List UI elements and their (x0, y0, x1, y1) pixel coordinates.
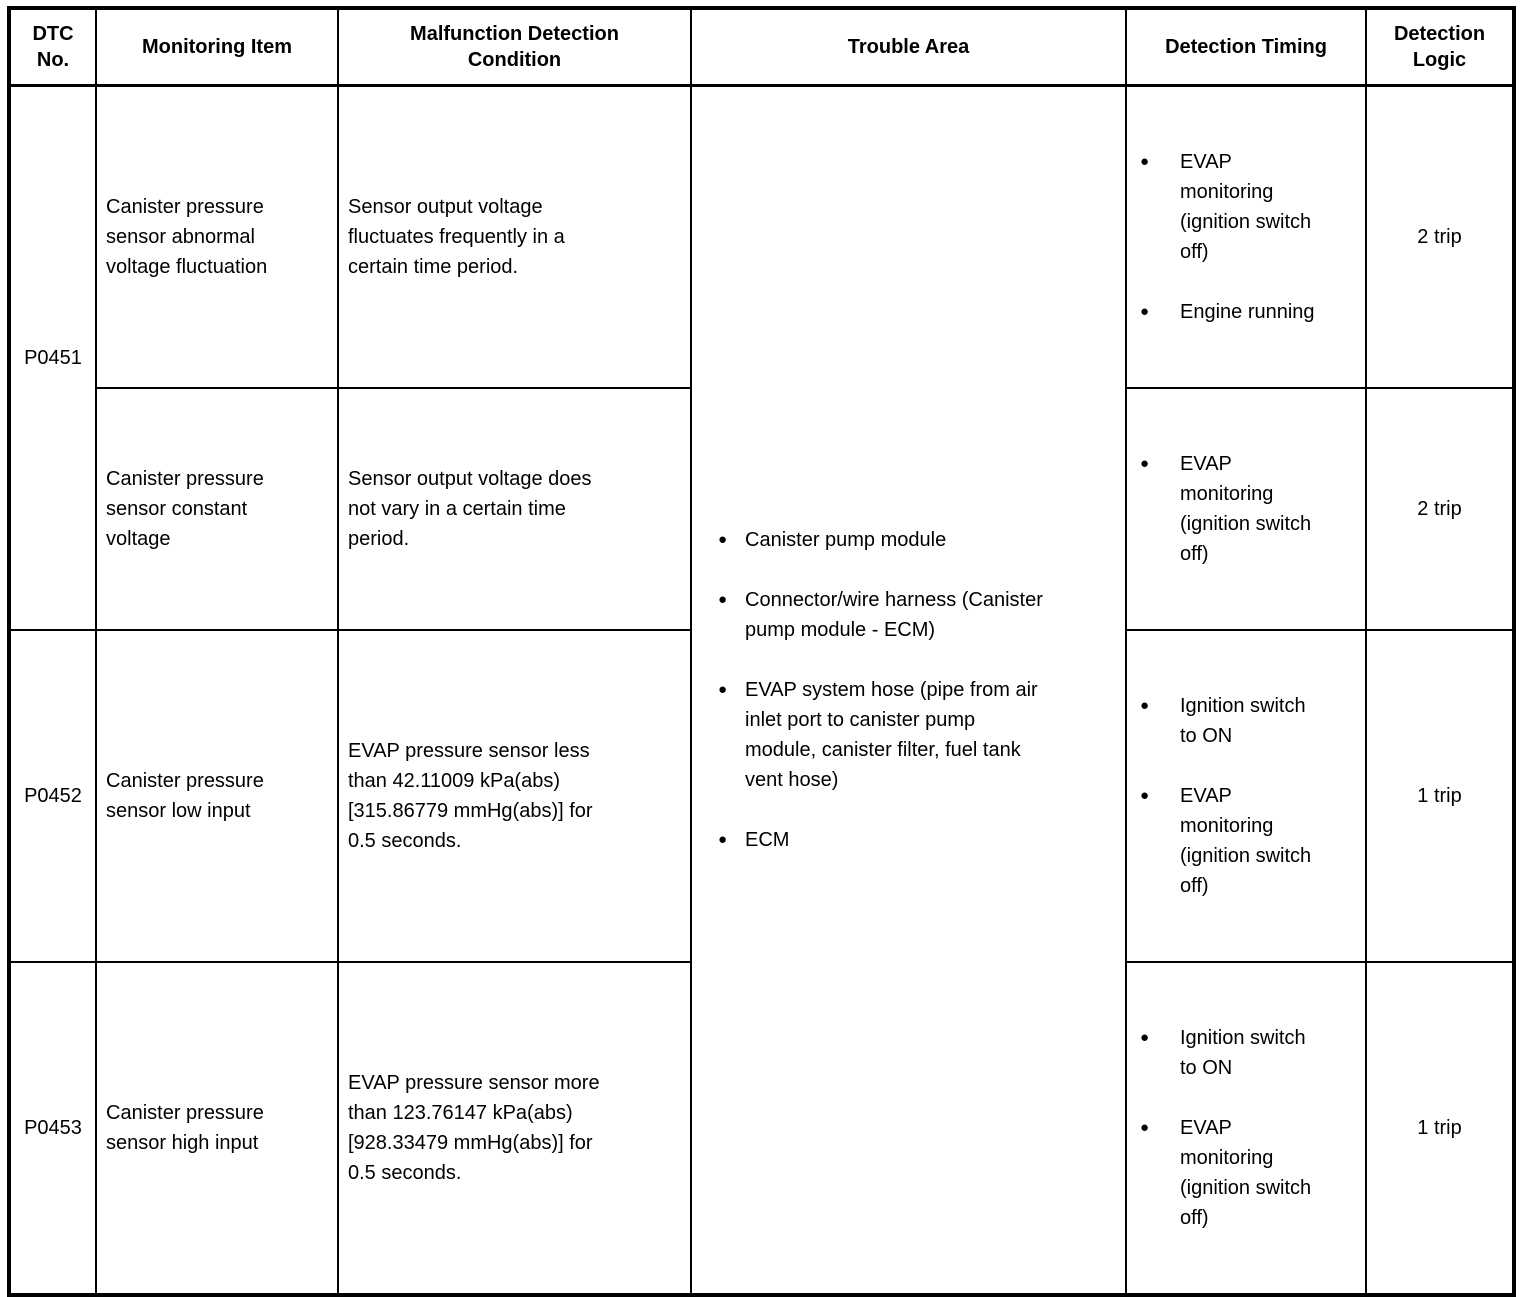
bullet-icon: ● (1140, 454, 1150, 472)
bullet-icon: ● (1140, 696, 1150, 714)
detection-timing-list: ● EVAP monitoring (ignition switch off) (1140, 419, 1363, 599)
condition-cell: EVAP pressure sensor less than 42.11009 … (337, 628, 692, 963)
header-trouble-area: Trouble Area (690, 7, 1127, 87)
condition-cell: Sensor output voltage fluctuates frequen… (337, 84, 692, 389)
table-row-p0451-entry1: P0451 Canister pressure sensor abnormal … (8, 84, 1515, 1296)
dtc-cell-p0453: P0453 (8, 960, 97, 1296)
dtc-table: DTC No. Monitoring Item Malfunction Dete… (7, 6, 1516, 1297)
trouble-area-cell: ● Canister pump module ● Connector/wire ha… (690, 84, 1127, 1296)
timing-item: ● EVAP monitoring (ignition switch off) (1140, 1113, 1363, 1233)
bullet-icon: ● (1140, 302, 1150, 320)
trouble-area-item: ● EVAP system hose (pipe from air inlet p… (718, 675, 1123, 795)
detection-timing-list: ● EVAP monitoring (ignition switch off) ●… (1140, 117, 1363, 357)
timing-item-label: EVAP monitoring (ignition switch off) (1180, 784, 1312, 897)
trouble-area-item-label: ECM (745, 828, 790, 851)
detection-logic-cell: 2 trip (1365, 84, 1515, 389)
bullet-icon: ● (1140, 152, 1150, 170)
trouble-area-item-label: Connector/wire harness (Canister pump mo… (745, 588, 1043, 641)
timing-item-label: EVAP monitoring (ignition switch off) (1180, 150, 1312, 263)
dtc-table-page: DTC No. Monitoring Item Malfunction Dete… (7, 6, 1516, 1297)
condition-cell: EVAP pressure sensor more than 123.76147… (337, 960, 692, 1296)
trouble-area-item: ● Connector/wire harness (Canister pump m… (718, 585, 1123, 645)
detection-timing-cell: ● EVAP monitoring (ignition switch off) ●… (1125, 84, 1367, 389)
detection-logic-cell: 1 trip (1365, 628, 1515, 963)
detection-timing-list: ● Ignition switch to ON ● EVAP monitoring … (1140, 993, 1363, 1263)
timing-item: ● Ignition switch to ON (1140, 1023, 1363, 1083)
bullet-icon: ● (1140, 1118, 1150, 1136)
timing-item: ● EVAP monitoring (ignition switch off) (1140, 781, 1363, 901)
timing-item-label: EVAP monitoring (ignition switch off) (1180, 452, 1312, 565)
detection-timing-cell: ● Ignition switch to ON ● EVAP monitoring … (1125, 960, 1367, 1296)
detection-logic-cell: 1 trip (1365, 960, 1515, 1296)
header-detection-logic: Detection Logic (1365, 7, 1515, 87)
header-row: DTC No. Monitoring Item Malfunction Dete… (8, 7, 1515, 87)
timing-item-label: Engine running (1180, 300, 1315, 323)
dtc-cell-p0452: P0452 (8, 628, 97, 963)
detection-timing-list: ● Ignition switch to ON ● EVAP monitoring … (1140, 661, 1363, 931)
bullet-icon: ● (1140, 786, 1150, 804)
header-dtc-no: DTC No. (8, 7, 97, 87)
header-monitoring-item: Monitoring Item (95, 7, 339, 87)
trouble-area-item: ● ECM (718, 825, 1123, 855)
timing-item: ● EVAP monitoring (ignition switch off) (1140, 449, 1363, 569)
trouble-area-item-label: EVAP system hose (pipe from air inlet po… (745, 678, 1038, 791)
bullet-icon: ● (718, 590, 728, 608)
trouble-area-list: ● Canister pump module ● Connector/wire ha… (718, 495, 1123, 885)
monitoring-item-cell: Canister pressure sensor constant voltag… (95, 386, 339, 631)
timing-item: ● Ignition switch to ON (1140, 691, 1363, 751)
bullet-icon: ● (718, 530, 728, 548)
trouble-area-item-label: Canister pump module (745, 528, 947, 551)
header-malfunction-detection-condition: Malfunction Detection Condition (337, 7, 692, 87)
timing-item: ● EVAP monitoring (ignition switch off) (1140, 147, 1363, 267)
monitoring-item-cell: Canister pressure sensor low input (95, 628, 339, 963)
timing-item: ● Engine running (1140, 297, 1363, 327)
bullet-icon: ● (718, 830, 728, 848)
bullet-icon: ● (718, 680, 728, 698)
monitoring-item-cell: Canister pressure sensor abnormal voltag… (95, 84, 339, 389)
trouble-area-item: ● Canister pump module (718, 525, 1123, 555)
monitoring-item-cell: Canister pressure sensor high input (95, 960, 339, 1296)
detection-logic-cell: 2 trip (1365, 386, 1515, 631)
dtc-cell-p0451: P0451 (8, 84, 97, 631)
timing-item-label: Ignition switch to ON (1180, 694, 1306, 747)
timing-item-label: Ignition switch to ON (1180, 1026, 1306, 1079)
bullet-icon: ● (1140, 1028, 1150, 1046)
header-detection-timing: Detection Timing (1125, 7, 1367, 87)
detection-timing-cell: ● EVAP monitoring (ignition switch off) (1125, 386, 1367, 631)
timing-item-label: EVAP monitoring (ignition switch off) (1180, 1116, 1312, 1229)
detection-timing-cell: ● Ignition switch to ON ● EVAP monitoring … (1125, 628, 1367, 963)
condition-cell: Sensor output voltage does not vary in a… (337, 386, 692, 631)
table-row-p0451-entry2: Canister pressure sensor constant voltag… (9, 386, 1515, 631)
